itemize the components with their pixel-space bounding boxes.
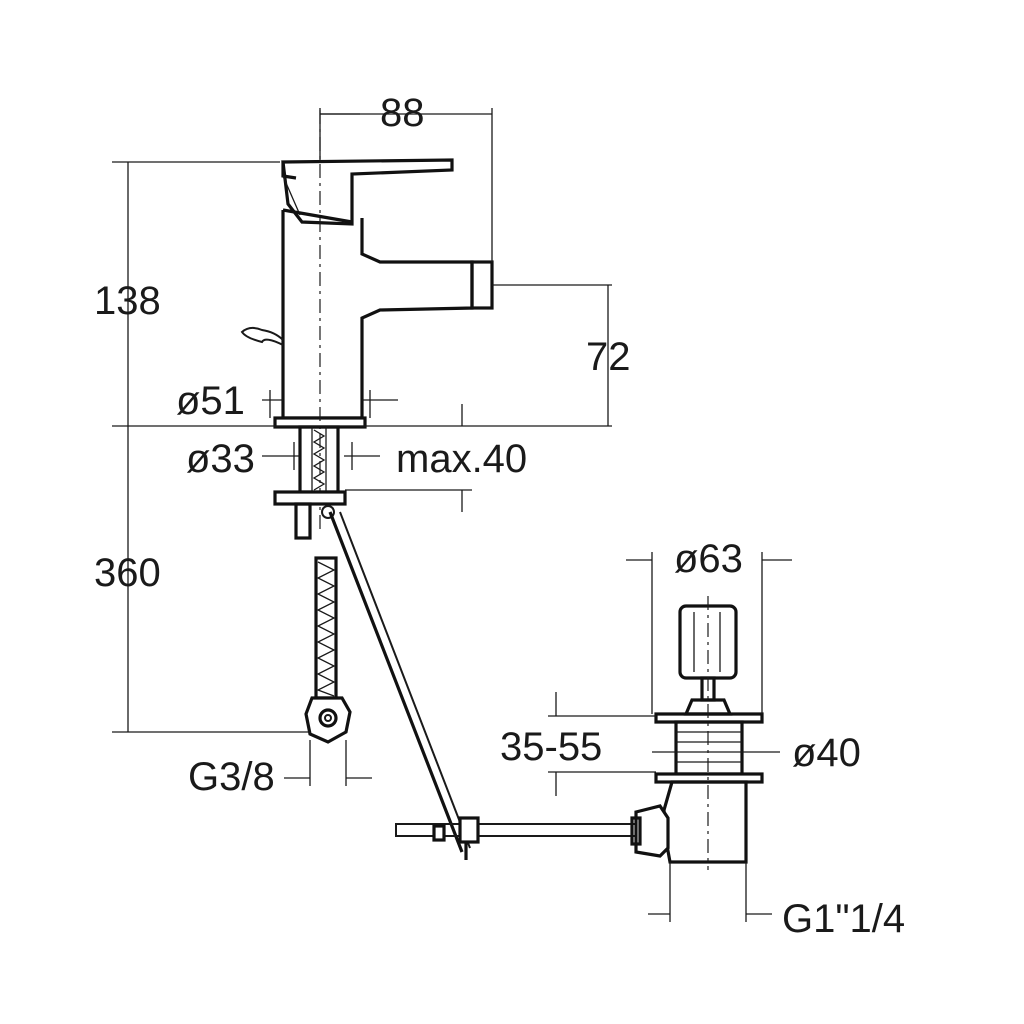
lever-handle (281, 158, 454, 226)
dim-label-72: 72 (586, 335, 631, 379)
dim-label-g1-1-4: G1"1/4 (782, 897, 905, 941)
lever-edge (282, 175, 301, 216)
dim-label-d40: ø40 (792, 731, 861, 775)
popup-rod (328, 511, 637, 860)
rod-pivot (321, 505, 335, 519)
thread-pattern (312, 429, 326, 491)
dim-label-d51: ø51 (176, 379, 245, 423)
fixing-stud (294, 502, 312, 540)
dim-label-88: 88 (380, 91, 425, 135)
waste-side-connector (634, 804, 670, 858)
dimension-labels: 88 138 72 ø51 ø33 max.40 360 G3/8 ø63 35… (94, 91, 905, 941)
threaded-shank (298, 425, 340, 494)
dim-label-138: 138 (94, 279, 161, 323)
hose-braid-pattern (316, 561, 336, 697)
dim-label-35-55: 35-55 (500, 725, 602, 769)
mixer-main-body (281, 210, 474, 420)
dim-label-g38: G3/8 (188, 755, 275, 799)
fixing-assembly (273, 425, 347, 540)
dim-label-max40: max.40 (396, 437, 527, 481)
rod-clamp (458, 816, 480, 844)
dim-label-d63: ø63 (674, 537, 743, 581)
dim-label-d33: ø33 (186, 437, 255, 481)
rod-clamp-screw (432, 824, 446, 842)
waste-assembly (630, 596, 764, 870)
popup-vertical-rod (328, 511, 464, 853)
waste-neck (674, 720, 744, 776)
dimension-lines (112, 108, 792, 922)
waste-body (662, 780, 748, 864)
dim-label-360: 360 (94, 551, 161, 595)
popup-knob (240, 326, 284, 346)
fixing-nut-plate (273, 490, 347, 506)
body-top-edge (282, 208, 353, 224)
spout-tip (470, 260, 494, 310)
flexible-hose (304, 556, 352, 744)
horizontal-link-rod (395, 823, 637, 837)
